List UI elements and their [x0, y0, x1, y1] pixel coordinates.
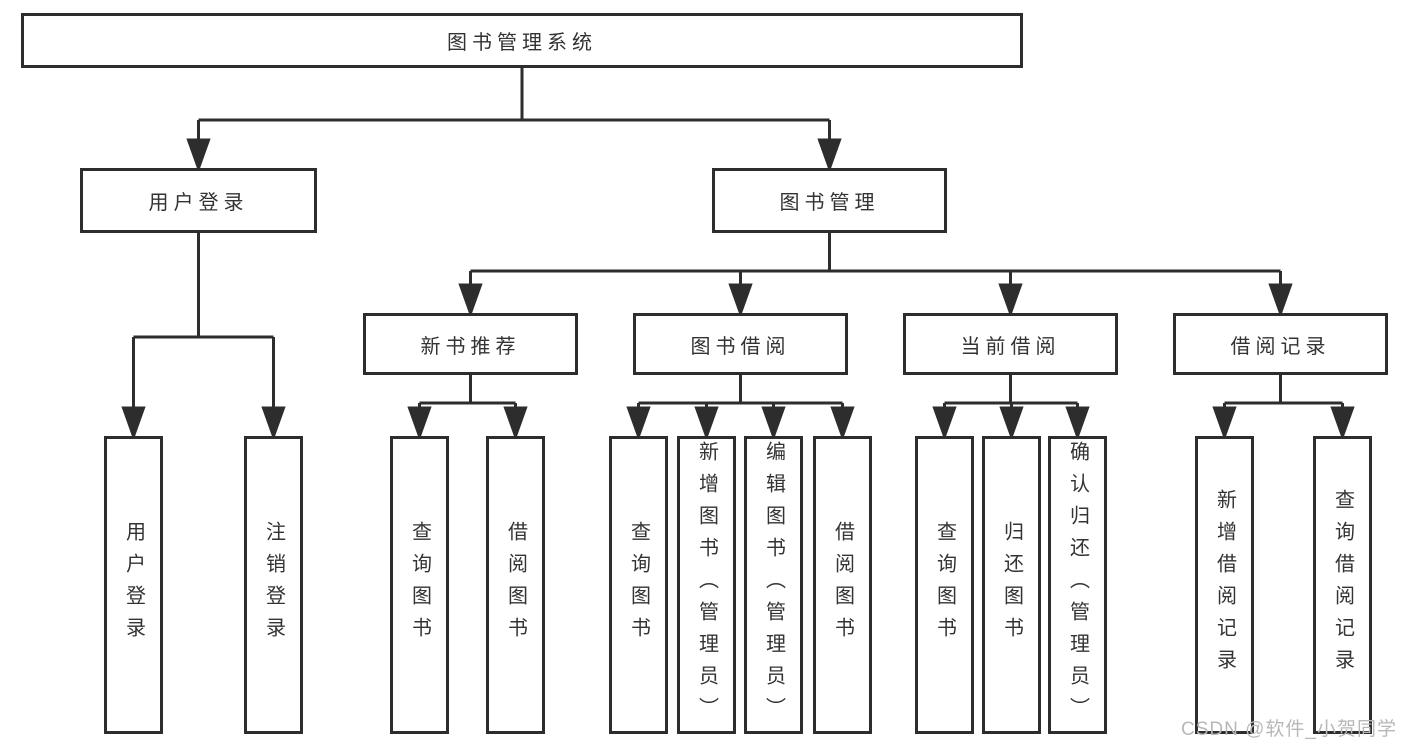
- arrowhead: [1065, 406, 1090, 441]
- node-label: 图书借阅: [690, 335, 791, 358]
- leaf-user-login: 用户登录: [104, 436, 163, 734]
- node-label: 确认归还（管理员）: [1066, 441, 1089, 729]
- leaf-return-books: 归还图书: [982, 436, 1041, 734]
- leaf-logout: 注销登录: [244, 436, 303, 734]
- node-root-system: 图书管理系统: [21, 13, 1023, 68]
- node-current-borrowing: 当前借阅: [903, 313, 1118, 375]
- arrowhead: [1330, 406, 1355, 441]
- leaf-query-books-borrowing: 查询图书: [609, 436, 668, 734]
- node-label: 图书管理: [779, 192, 880, 214]
- leaf-add-books-admin: 新增图书（管理员）: [677, 436, 736, 734]
- connector-book-borrowing-children: [626, 375, 855, 441]
- node-label: 注销登录: [262, 521, 285, 649]
- arrowhead: [932, 406, 957, 441]
- node-borrow-records: 借阅记录: [1173, 313, 1388, 375]
- arrowhead: [626, 406, 651, 441]
- leaf-query-borrow-record: 查询借阅记录: [1313, 436, 1372, 734]
- node-label: 新增图书（管理员）: [695, 441, 718, 729]
- leaf-query-books-current: 查询图书: [915, 436, 974, 734]
- node-book-borrowing: 图书借阅: [633, 313, 848, 375]
- node-label: 用户登录: [122, 521, 145, 649]
- node-label: 借阅图书: [831, 521, 854, 649]
- csdn-watermark: CSDN @软件_小贺同学: [1181, 719, 1397, 740]
- arrowhead: [694, 406, 719, 441]
- node-label: 用户登录: [148, 192, 249, 214]
- connector-user-login-children: [121, 233, 286, 441]
- arrowhead: [998, 283, 1023, 318]
- node-label: 查询图书: [933, 521, 956, 649]
- leaf-borrow-books: 借阅图书: [813, 436, 872, 734]
- arrowhead: [261, 406, 286, 441]
- connector-book-management-to-level3: [458, 233, 1293, 318]
- node-label: 查询图书: [408, 521, 431, 649]
- arrowhead: [999, 406, 1024, 441]
- leaf-edit-books-admin: 编辑图书（管理员）: [744, 436, 803, 734]
- node-label: 新书推荐: [420, 335, 521, 358]
- arrowhead: [1268, 283, 1293, 318]
- leaf-borrow-books-recommend: 借阅图书: [486, 436, 545, 734]
- arrowhead: [830, 406, 855, 441]
- arrowhead: [186, 138, 211, 173]
- node-label: 查询图书: [627, 521, 650, 649]
- arrowhead: [503, 406, 528, 441]
- leaf-query-books-recommend: 查询图书: [390, 436, 449, 734]
- leaf-confirm-return-admin: 确认归还（管理员）: [1048, 436, 1107, 734]
- node-label: 编辑图书（管理员）: [762, 441, 785, 729]
- connector-borrow-records-children: [1212, 375, 1355, 441]
- node-user-login: 用户登录: [80, 168, 317, 233]
- node-new-book-recommend: 新书推荐: [363, 313, 578, 375]
- arrowhead: [407, 406, 432, 441]
- node-label: 借阅记录: [1230, 335, 1331, 358]
- arrowhead: [458, 283, 483, 318]
- node-label: 查询借阅记录: [1331, 489, 1354, 681]
- node-label: 归还图书: [1000, 521, 1023, 649]
- node-label: 新增借阅记录: [1213, 489, 1236, 681]
- node-label: 图书管理系统: [447, 32, 597, 54]
- arrowhead: [1212, 406, 1237, 441]
- connector-root-to-level2: [186, 68, 842, 173]
- arrowhead: [121, 406, 146, 441]
- leaf-add-borrow-record: 新增借阅记录: [1195, 436, 1254, 734]
- arrowhead: [728, 283, 753, 318]
- node-book-management: 图书管理: [712, 168, 947, 233]
- arrowhead: [761, 406, 786, 441]
- connector-current-borrowing-children: [932, 375, 1090, 441]
- connector-new-book-recommend-children: [407, 375, 528, 441]
- node-label: 借阅图书: [504, 521, 527, 649]
- node-label: 当前借阅: [960, 335, 1061, 358]
- arrowhead: [817, 138, 842, 173]
